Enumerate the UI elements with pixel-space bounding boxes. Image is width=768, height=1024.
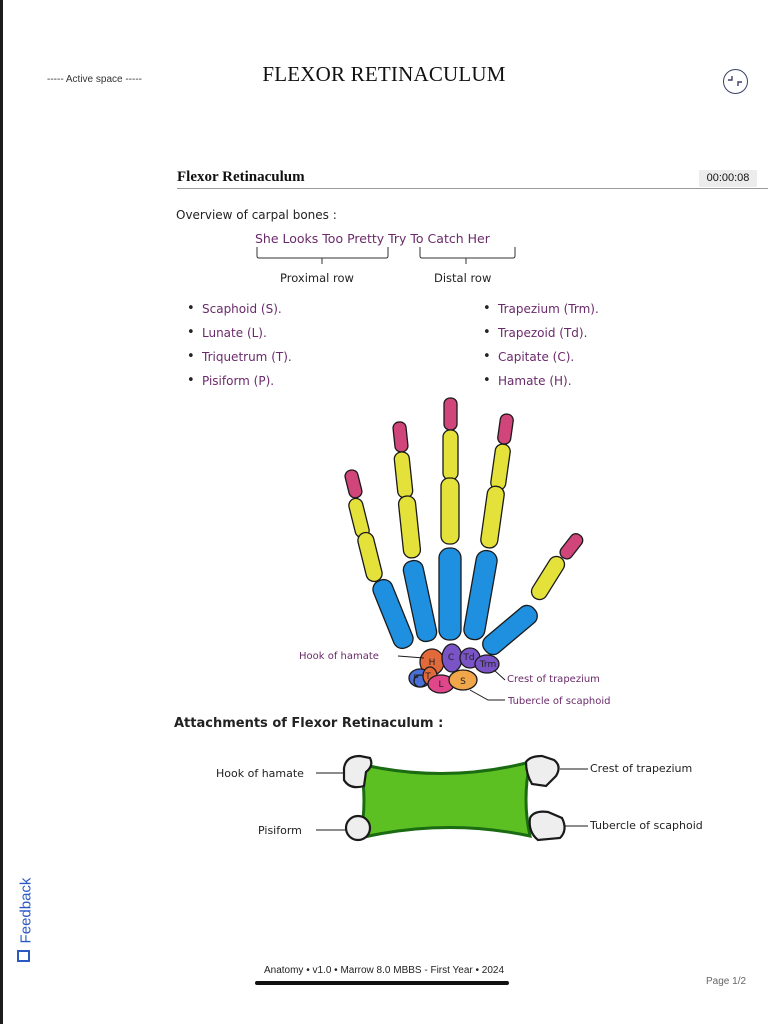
pisiform-bone-shape: [344, 814, 372, 842]
attach-crest-of-trapezium-label: Crest of trapezium: [590, 762, 693, 775]
list-item: Trapezoid (Td).: [483, 325, 599, 349]
little-metacarpal: [372, 578, 414, 650]
hand-skeleton-diagram: H C Td Trm P T L S Hook of hamate Crest …: [299, 397, 611, 707]
middle-proximal-phalanx: [440, 477, 460, 545]
list-item: Scaphoid (S).: [187, 301, 292, 325]
proximal-row-label: Proximal row: [280, 271, 354, 285]
list-item: Lunate (L).: [187, 325, 292, 349]
page-title: FLEXOR RETINACULUM: [262, 62, 506, 86]
list-item: Triquetrum (T).: [187, 349, 292, 373]
bone-letter-t: T: [424, 672, 431, 682]
timer: 00:00:08: [699, 170, 757, 187]
attach-hook-of-hamate-label: Hook of hamate: [216, 767, 304, 780]
crest-of-trapezium-leader: [493, 669, 506, 681]
hook-of-hamate-leader: [397, 655, 425, 659]
bone-letter-c: C: [448, 653, 454, 663]
bone-letter-s: S: [460, 677, 466, 687]
little-distal-phalanx: [344, 469, 363, 499]
bone-letter-l: L: [438, 680, 443, 690]
page-number: Page 1/2: [706, 976, 747, 987]
retinaculum-band: [358, 759, 532, 841]
attach-pisiform-label: Pisiform: [258, 824, 302, 837]
hook-of-hamate-bone: [342, 754, 373, 789]
mnemonic-text: She Looks Too Pretty Try To Catch Her: [255, 231, 490, 246]
attachments-heading: Attachments of Flexor Retinaculum :: [174, 716, 444, 731]
trapezium-bone: [474, 654, 500, 674]
middle-metacarpal: [438, 547, 462, 641]
page-edge: [0, 0, 3, 1024]
feedback-label: Feedback: [17, 877, 35, 944]
little-proximal-phalanx: [357, 531, 383, 583]
overview-heading: Overview of carpal bones :: [176, 208, 337, 222]
index-metacarpal: [463, 549, 498, 641]
bone-letter-h: H: [429, 658, 436, 668]
ring-proximal-phalanx: [397, 495, 422, 559]
footer-text: Anatomy • v1.0 • Marrow 8.0 MBBS - First…: [263, 965, 505, 976]
bone-letter-p: P: [413, 674, 419, 684]
ring-metacarpal: [402, 559, 438, 643]
scaphoid-bone: [448, 669, 478, 691]
list-item: Trapezium (Trm).: [483, 301, 599, 325]
trapezium-bone-shape: [524, 754, 560, 788]
feedback-button[interactable]: Feedback: [12, 862, 40, 966]
bone-letter-trm: Trm: [479, 660, 496, 670]
home-indicator[interactable]: [255, 981, 509, 985]
retinaculum-diagram: [316, 754, 588, 842]
section-header: Flexor Retinaculum 00:00:08: [177, 168, 768, 189]
active-space-label: ----- Active space -----: [47, 74, 142, 85]
bone-letter-td: Td: [462, 653, 474, 663]
crest-of-trapezium-label: Crest of trapezium: [507, 674, 600, 685]
distal-bone-list: Trapezium (Trm). Trapezoid (Td). Capitat…: [483, 301, 599, 397]
list-item: Capitate (C).: [483, 349, 599, 373]
collapse-icon: [728, 76, 742, 86]
distal-row-label: Distal row: [434, 271, 492, 285]
hook-of-hamate-label: Hook of hamate: [299, 651, 379, 662]
thumb-distal-phalanx: [559, 533, 584, 560]
attach-tubercle-of-scaphoid-label: Tubercle of scaphoid: [590, 819, 703, 832]
tubercle-of-scaphoid-leader: [469, 689, 505, 701]
section-title: Flexor Retinaculum: [177, 169, 305, 185]
list-item: Hamate (H).: [483, 373, 599, 397]
list-item: Pisiform (P).: [187, 373, 292, 397]
thumb-proximal-phalanx: [530, 555, 566, 601]
scaphoid-bone-shape: [528, 810, 566, 842]
thumb-metacarpal: [482, 604, 538, 656]
tubercle-of-scaphoid-label: Tubercle of scaphoid: [507, 696, 611, 707]
proximal-bone-list: Scaphoid (S). Lunate (L). Triquetrum (T)…: [187, 301, 292, 397]
feedback-icon: [17, 950, 30, 962]
index-proximal-phalanx: [480, 485, 505, 549]
row-brackets: [256, 247, 516, 264]
collapse-button[interactable]: [723, 69, 748, 94]
